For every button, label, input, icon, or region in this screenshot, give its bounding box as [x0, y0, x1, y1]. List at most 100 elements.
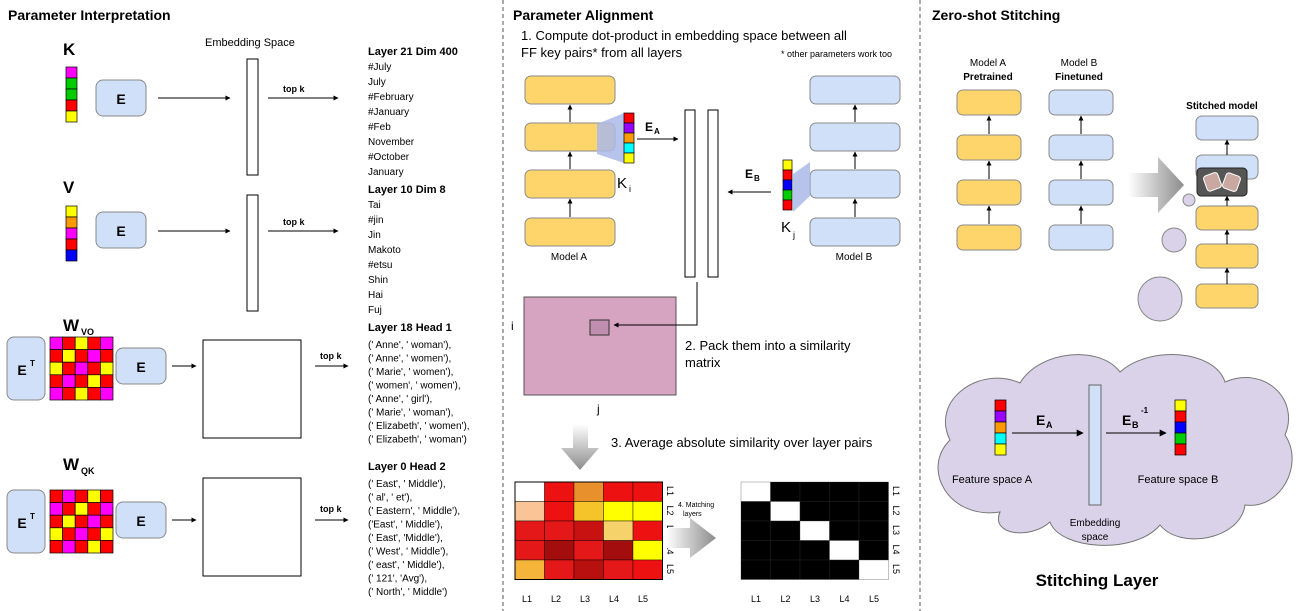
heatmap-border	[514, 481, 663, 580]
pretrained-label: Pretrained	[963, 72, 1012, 83]
k-token: #Feb	[368, 122, 391, 133]
vector-cell	[782, 159, 793, 171]
layer-block	[809, 217, 901, 247]
heatmap-cell	[632, 520, 663, 541]
matching-cell	[858, 501, 889, 522]
heatmap-cell	[544, 559, 575, 580]
matrix-cell	[87, 489, 101, 503]
v-token: #etsu	[368, 260, 392, 271]
wvo-token: (' Elizabeth', ' woman')	[368, 435, 467, 446]
matrix-cell	[62, 387, 76, 401]
vector-cell	[65, 238, 78, 251]
kj-projection	[793, 162, 810, 212]
vector-cell	[65, 66, 78, 79]
ki-vector	[623, 112, 635, 164]
v-token: #jin	[368, 215, 384, 226]
matching-cell	[740, 501, 771, 522]
vector-cell	[65, 88, 78, 101]
i-label: i	[511, 319, 514, 333]
heatmap-y-label: L1	[665, 486, 675, 496]
embedding-bar-a	[684, 109, 696, 278]
matching-cell	[829, 520, 860, 541]
footnote: * other parameters work too	[781, 49, 892, 59]
topk-label: top k	[283, 84, 305, 94]
matrix-cell	[49, 361, 63, 376]
matching-cell	[799, 559, 830, 580]
matching-cell	[799, 540, 830, 561]
layer-block	[956, 224, 1022, 251]
layer-block	[1048, 224, 1114, 251]
layer-block	[956, 179, 1022, 206]
matching-cell	[829, 501, 860, 522]
similarity-cell	[589, 319, 610, 336]
thought-bubble	[1182, 193, 1196, 207]
v-token: Jin	[368, 230, 381, 241]
vector-cell	[782, 199, 793, 211]
embedding-space-label: Embedding	[1070, 518, 1121, 529]
matrix-cell	[87, 361, 101, 376]
feature-vector-b	[1174, 399, 1187, 456]
matching-cell	[829, 559, 860, 580]
kj-vector	[782, 159, 793, 211]
j-label: j	[596, 402, 600, 416]
heatmap-cell	[514, 520, 545, 541]
embedding-space-bar	[246, 194, 259, 312]
heatmap-cell	[573, 481, 604, 502]
matrix-cell	[87, 540, 101, 554]
matrix-cell	[49, 502, 63, 516]
step4-line1: 4. Matching	[678, 502, 714, 509]
layer-block	[1195, 115, 1259, 141]
matrix-cell	[100, 502, 114, 516]
feature-vector-a	[994, 399, 1007, 456]
stitching-cloud	[937, 354, 1293, 546]
matrix-cell	[87, 514, 101, 529]
e-label: E	[136, 359, 145, 375]
vector-cell	[623, 122, 635, 134]
matrix-cell	[74, 540, 89, 554]
heatmap-cell	[544, 520, 575, 541]
layer-block	[1195, 205, 1259, 231]
matching-x-label: L1	[751, 594, 761, 604]
step3-label: 3. Average absolute similarity over laye…	[611, 435, 873, 450]
wqk-token: ('East', ' Middle'),	[368, 520, 443, 531]
matrix-cell	[74, 387, 89, 401]
panel-title: Zero-shot Stitching	[932, 7, 1060, 23]
ki-subscript: i	[629, 184, 631, 194]
heatmap-cell	[573, 540, 604, 561]
embedding-space-bar	[1088, 384, 1102, 506]
embedding-space-square	[202, 477, 302, 577]
matching-cell	[799, 520, 830, 541]
embedding-space-label-2: space	[1082, 532, 1109, 543]
vector-cell	[65, 249, 78, 262]
v-token: Hai	[368, 290, 383, 301]
k-token: #January	[368, 107, 409, 118]
matrix-cell	[62, 349, 76, 363]
wqk-symbol: W	[63, 455, 80, 474]
wvo-symbol: W	[63, 316, 80, 335]
layer-block	[1048, 179, 1114, 206]
matrix-cell	[74, 336, 89, 350]
matrix-cell	[62, 489, 76, 503]
vector-cell	[994, 421, 1007, 434]
step1-line1: 1. Compute dot-product in embedding spac…	[521, 28, 847, 43]
ki-label: K	[617, 175, 627, 192]
panel-title: Parameter Interpretation	[8, 7, 171, 23]
v-token: Makoto	[368, 245, 401, 256]
plug-icon	[1203, 172, 1222, 192]
heatmap-cell	[603, 559, 634, 580]
matrix-cell	[49, 489, 63, 503]
finetuned-stack	[1048, 89, 1114, 251]
matrix-cell	[74, 361, 89, 376]
heatmap-x-label: L3	[580, 594, 590, 604]
matrix-cell	[49, 514, 63, 529]
vector-cell	[65, 216, 78, 229]
matching-y-label: L5	[891, 564, 901, 574]
embedding-matrix-block	[115, 347, 167, 385]
wqk-subscript: QK	[81, 466, 95, 476]
matrix-cell	[62, 527, 76, 541]
matching-cell	[770, 481, 801, 502]
thought-bubble	[1161, 227, 1187, 253]
wqk-token: (' North', ' Middle')	[368, 587, 447, 598]
